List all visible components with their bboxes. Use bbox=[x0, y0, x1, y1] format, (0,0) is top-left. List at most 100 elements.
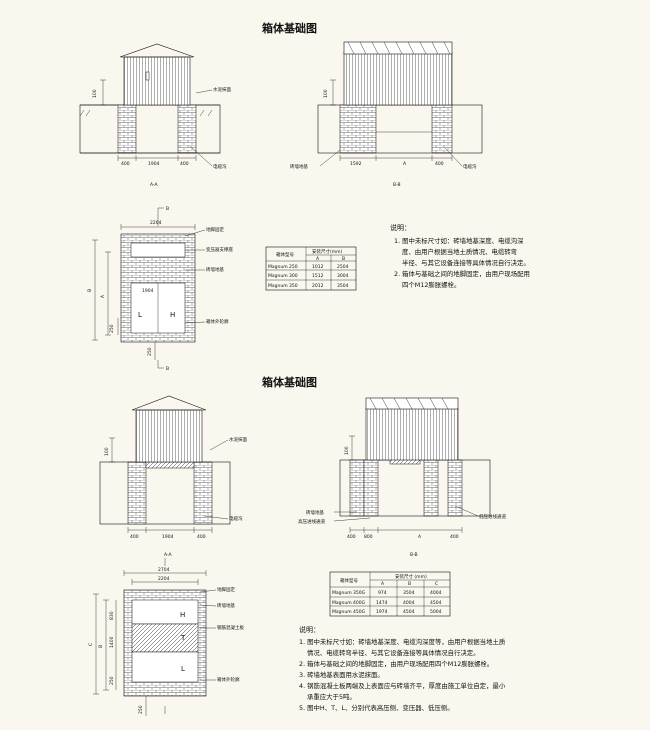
top-aa-dim-1904: 1904 bbox=[148, 161, 160, 167]
top-title: 箱体基础图 bbox=[262, 21, 317, 35]
table-cell: 974 bbox=[378, 590, 387, 596]
bottom-plan-label-brick: 砖墙地基 bbox=[217, 602, 235, 609]
top-plan-label-transformer: 变压器支撑座 bbox=[206, 246, 233, 253]
top-bb-dim-a: A bbox=[403, 161, 407, 167]
bottom-note-line: 5. 图中H、T、L、分别代表高压侧、变压器、低压侧。 bbox=[299, 703, 454, 712]
bottom-aa-dim-1904: 1904 bbox=[162, 534, 174, 540]
bottom-aa-dim-400-left: 400 bbox=[130, 534, 139, 540]
bottom-aa-label-trench: 电缆沟 bbox=[229, 515, 243, 522]
table-cell: 1512 bbox=[312, 273, 324, 279]
table-cell: 2012 bbox=[312, 283, 324, 289]
table-cell: 4004 bbox=[403, 600, 415, 606]
bottom-notes-title: 说明： bbox=[299, 625, 320, 634]
table-cell: 1012 bbox=[312, 264, 324, 270]
top-aa-dim-100: 100 bbox=[92, 89, 98, 98]
top-note-line: 2. 箱体与基础之间的地脚固定，由用户现场配用 bbox=[394, 269, 530, 278]
bottom-plan-label-slab: 钢筋混凝土板 bbox=[217, 624, 244, 631]
bottom-note-line: 承重应大于5吨。 bbox=[307, 692, 356, 701]
table-row: Magnum 250 bbox=[268, 264, 298, 270]
bottom-section-bb-label: B-B bbox=[410, 552, 418, 558]
top-aa-label-trench: 电缆沟 bbox=[213, 163, 227, 170]
table-cell: 4504 bbox=[430, 600, 442, 606]
bottom-notes: 说明： 1. 图中未标尺寸如：砖墙地基深度、电缆沟深度等，由用户根据当地土质 情… bbox=[299, 625, 506, 712]
top-section-aa-label: A-A bbox=[150, 182, 159, 188]
table-row: Magnum 450G bbox=[332, 609, 366, 615]
bottom-plan-letter-t: T bbox=[180, 634, 186, 642]
bottom-plan-label-anchor: 地脚固定 bbox=[217, 586, 235, 593]
top-aa-label-cement: 水泥抹面 bbox=[213, 86, 231, 93]
bottom-plan-dim-c: C bbox=[88, 643, 94, 646]
top-bb-label-brick: 砖墙地基 bbox=[290, 163, 308, 170]
bottom-plan-dim-2704: 2704 bbox=[158, 567, 170, 573]
top-plan-letter-l: L bbox=[138, 311, 142, 319]
top-plan-label-contour: 箱体外轮廓 bbox=[206, 318, 229, 325]
top-plan-letter-h: H bbox=[170, 311, 175, 319]
top-note-line: 四个M12膨胀螺栓。 bbox=[402, 280, 460, 289]
bottom-note-line: 4. 钢筋混凝土板两端及上表面应与砖墙齐平，厚度由施工单位自定，最小 bbox=[299, 681, 506, 690]
bottom-note-line: 2. 箱体与基础之间的地脚固定，由用户现场配用四个M12膨胀螺栓。 bbox=[299, 659, 493, 668]
bottom-section-aa-view: 100 400 1904 400 水泥抹面 电缆沟 A-A bbox=[99, 395, 247, 558]
top-plan-dim-250-bottom: 250 bbox=[147, 347, 153, 356]
bottom-plan-letter-l: L bbox=[181, 665, 185, 673]
top-plan-dim-250: 250 bbox=[109, 324, 115, 333]
top-note-line: 1. 图中未标尺寸如：砖墙地基深度、电缆沟深 bbox=[394, 236, 524, 245]
bottom-plan-letter-h: H bbox=[180, 611, 185, 619]
bottom-plan-dim-1400: 1400 bbox=[109, 636, 115, 648]
bottom-plan-dim-b: B bbox=[98, 645, 104, 648]
table-cell: 4504 bbox=[403, 609, 415, 615]
bottom-plan-view: 2704 2204 H T L C B 830 1400 250 250 地脚固… bbox=[88, 558, 244, 716]
table-row: Magnum 350 bbox=[268, 283, 298, 289]
top-note-line: 度、由用户根据当地土质情况、电缆转弯 bbox=[402, 247, 517, 256]
table-cell: 5004 bbox=[430, 609, 442, 615]
table-cell: 3504 bbox=[403, 590, 415, 596]
bottom-table-col-b: B bbox=[408, 581, 411, 587]
bottom-table-header-type: 箱体型号 bbox=[340, 577, 358, 584]
top-bb-label-trench: 电缆沟 bbox=[463, 163, 477, 170]
table-cell: 2504 bbox=[337, 264, 349, 270]
bottom-plan-dim-2204: 2204 bbox=[158, 576, 170, 582]
bottom-bb-dim-400: 400 bbox=[347, 534, 356, 540]
bottom-aa-dim-400-right: 400 bbox=[197, 534, 206, 540]
top-table-header-type: 箱体型号 bbox=[276, 251, 294, 258]
top-table-col-a: A bbox=[316, 256, 320, 262]
top-plan-cut-b-bottom: B bbox=[166, 366, 169, 372]
bottom-bb-dim-400-right: 400 bbox=[450, 534, 459, 540]
bottom-dimension-table: 箱体型号 安装尺寸 (mm) A B C Magnum 350G 974 350… bbox=[329, 571, 451, 617]
top-notes: 说明： 1. 图中未标尺寸如：砖墙地基深度、电缆沟深 度、由用户根据当地土质情况… bbox=[390, 223, 530, 289]
top-dimension-table: 箱体型号 安装尺寸(mm) A B Magnum 250 1012 2504 M… bbox=[265, 246, 357, 291]
bottom-note-line: 情况、电缆转弯半径、与其它设备连接等具体情况自行决定。 bbox=[307, 648, 480, 657]
top-section-bb-label: B-B bbox=[393, 182, 401, 188]
bottom-title: 箱体基础图 bbox=[262, 375, 317, 389]
top-plan-dim-2204: 2204 bbox=[150, 220, 162, 226]
table-cell: 1974 bbox=[376, 609, 388, 615]
top-plan-view: B B 2204 L H 1904 B A 250 250 地脚固定 变压器支撑… bbox=[87, 206, 233, 372]
top-section-bb-view: 100 1592 A 400 砖墙地基 电缆沟 B-B bbox=[290, 41, 483, 188]
bottom-table-col-a: A bbox=[381, 581, 385, 587]
top-bb-dim-1592: 1592 bbox=[350, 161, 362, 167]
bottom-plan-dim-830: 830 bbox=[109, 611, 115, 620]
bottom-aa-label-cement: 水泥抹面 bbox=[229, 436, 247, 443]
table-cell: 3504 bbox=[337, 283, 349, 289]
top-section-aa-view: 100 400 1904 400 水泥抹面 电缆沟 A-A bbox=[79, 43, 231, 188]
table-cell: 4004 bbox=[430, 590, 442, 596]
top-plan-label-brick: 砖墙地基 bbox=[206, 266, 224, 273]
top-plan-label-anchor: 地脚固定 bbox=[206, 226, 224, 233]
bottom-plan-dim-250-bottom: 250 bbox=[138, 705, 144, 714]
bottom-bb-label-hv: 高压进线通道 bbox=[298, 518, 325, 525]
bottom-bb-label-lv: 低压进线通道 bbox=[479, 513, 506, 520]
table-row: Magnum 400G bbox=[332, 600, 366, 606]
table-cell: 1474 bbox=[376, 600, 388, 606]
bottom-table-header-dims: 安装尺寸 (mm) bbox=[395, 573, 427, 580]
table-row: Magnum 350G bbox=[332, 590, 366, 596]
top-table-col-b: B bbox=[342, 256, 345, 262]
top-notes-title: 说明： bbox=[390, 223, 411, 232]
bottom-plan-dim-250: 250 bbox=[109, 676, 115, 685]
table-cell: 3004 bbox=[337, 273, 349, 279]
table-row: Magnum 300 bbox=[268, 273, 298, 279]
bottom-bb-dim-100: 100 bbox=[344, 446, 350, 455]
bottom-bb-dim-800: 800 bbox=[364, 534, 373, 540]
bottom-plan-label-contour: 箱体外轮廓 bbox=[217, 676, 240, 683]
bottom-bb-label-brick: 砖墙地基 bbox=[306, 509, 324, 516]
